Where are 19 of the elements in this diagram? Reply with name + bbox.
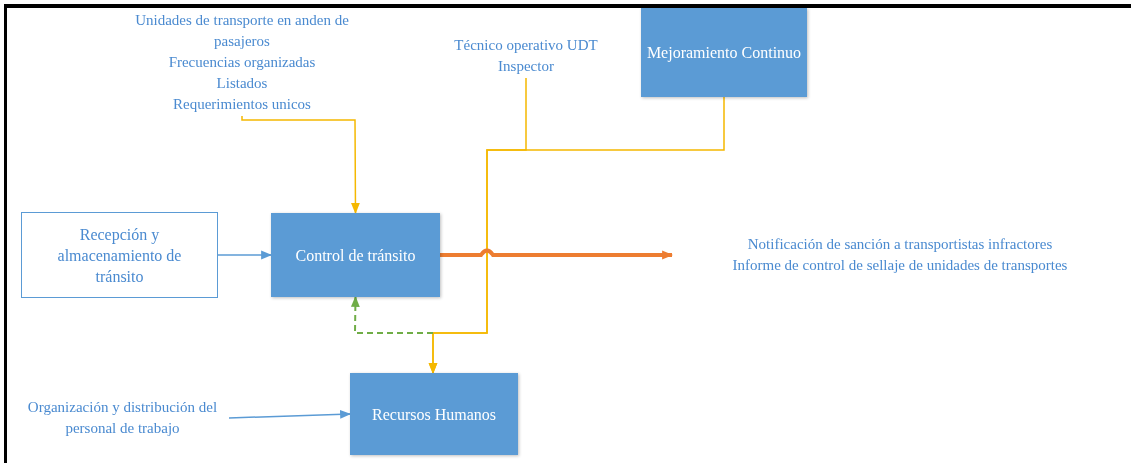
flow-text: Organización y distribución del personal de trabajo — [26, 398, 219, 438]
process-box: Mejoramiento Continuo — [641, 8, 807, 97]
arrow — [217, 250, 273, 260]
flow-text: Frecuencias organizadas — [168, 52, 316, 72]
flow-text: Técnico operativo UDT — [454, 36, 598, 55]
flow-text: Inspector — [498, 57, 554, 76]
flow-text: Unidades de transporte en anden de pasajeros — [134, 10, 350, 51]
flow-text: Requerimientos unicos — [173, 94, 311, 114]
arrow — [350, 295, 434, 334]
input-box: Recepción y almacenamiento de tránsito — [21, 212, 218, 298]
arrow — [428, 96, 725, 375]
flow-text: Informe de control de sellaje de unidades de transportes — [732, 256, 1068, 275]
arrow — [228, 409, 352, 419]
process-box: Recursos Humanos — [350, 373, 518, 455]
arrow — [440, 248, 674, 260]
arrow — [241, 115, 360, 215]
process-box: Control de tránsito — [271, 213, 440, 297]
flow-text: Listados — [216, 73, 268, 93]
flow-text: Notificación de sanción a transportistas infractores — [747, 235, 1053, 254]
